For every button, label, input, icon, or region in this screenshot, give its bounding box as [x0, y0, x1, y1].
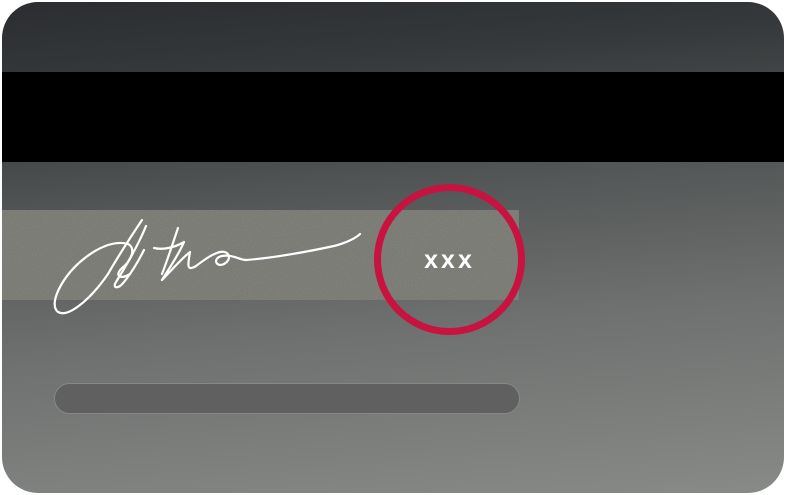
magnetic-stripe	[2, 72, 784, 162]
signature-icon	[53, 218, 362, 315]
cvv-code: xxx	[424, 246, 475, 274]
card-info-bar	[54, 383, 520, 414]
cvv-highlight-circle	[374, 184, 525, 335]
